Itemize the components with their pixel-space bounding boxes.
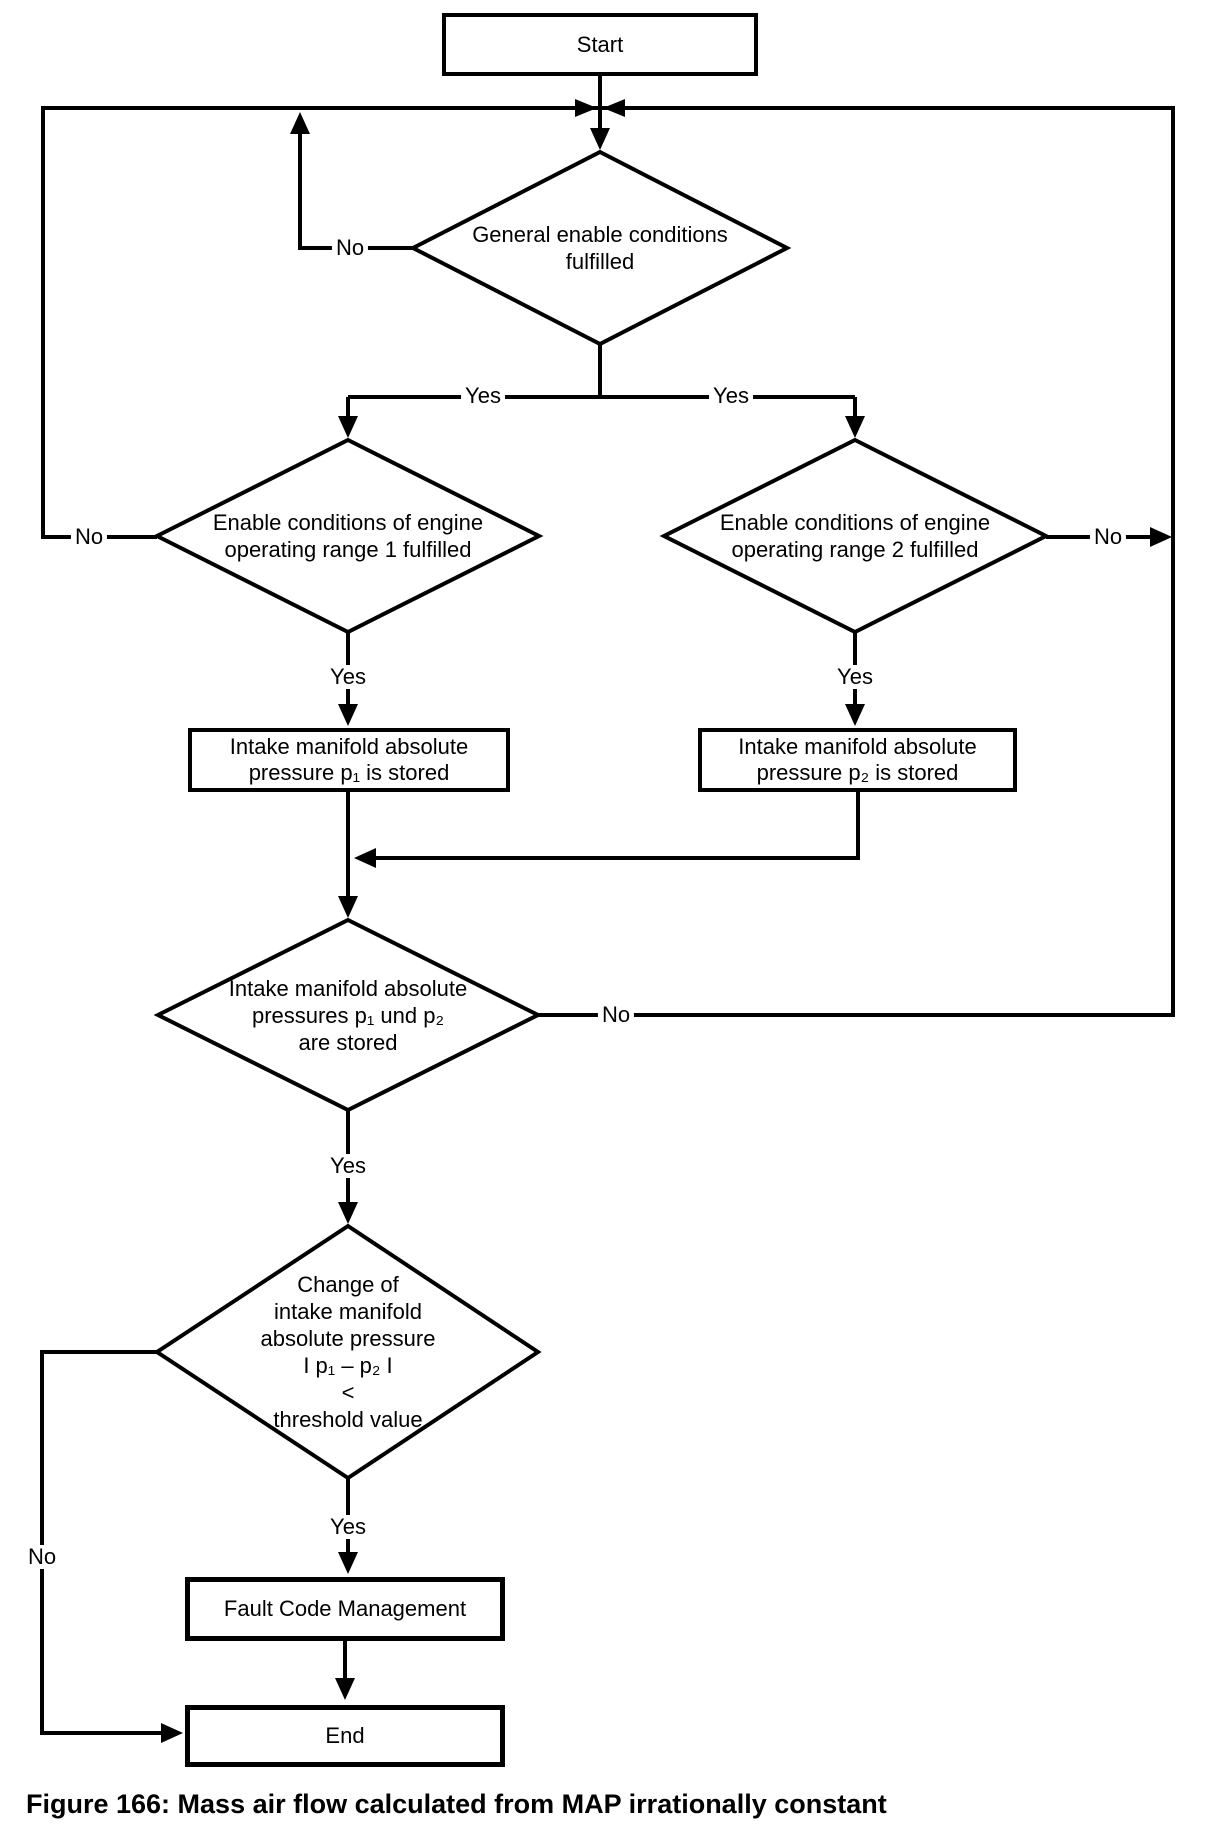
arrowhead-into-store2-icon <box>845 704 865 726</box>
change-no-label: No <box>23 1545 61 1569</box>
arrowhead-merge-left-icon <box>354 848 376 868</box>
arrowhead-into-range1-icon <box>338 416 358 438</box>
diamond-change-text: Change of intake manifold absolute press… <box>168 1271 528 1433</box>
arrowhead-junction-right-icon <box>575 99 597 117</box>
arrowhead-into-range2-icon <box>845 416 865 438</box>
general-no-line <box>298 132 413 250</box>
arrowhead-into-fault-icon <box>338 1552 358 1574</box>
arrowhead-into-stored-icon <box>338 896 358 918</box>
diamond-general <box>408 149 792 347</box>
diamond-stored-text: Intake manifold absolute pressures p₁ un… <box>168 975 528 1056</box>
store-p1-node: Intake manifold absolute pressure p₁ is … <box>188 728 510 792</box>
general-yes-left-label: Yes <box>461 384 505 408</box>
end-node: End <box>185 1705 505 1767</box>
diamond-range1-text: Enable conditions of engine operating ra… <box>168 509 528 563</box>
text-line: operating range 1 fulfilled <box>224 537 472 562</box>
arrowhead-junction-left-icon <box>603 99 625 117</box>
text-line: pressures p₁ und p₂ <box>251 1003 445 1028</box>
text-line: threshold value <box>273 1407 423 1432</box>
range1-yes-label: Yes <box>326 665 370 689</box>
general-yes-right-label: Yes <box>709 384 753 408</box>
diamond-stored <box>153 917 543 1113</box>
store-p2-node: Intake manifold absolute pressure p₂ is … <box>698 728 1017 792</box>
arrowhead-into-change-icon <box>338 1202 358 1224</box>
store-p2-line2: pressure p₂ is stored <box>756 760 959 785</box>
range1-no-label: No <box>70 525 108 549</box>
diamond-range2-text: Enable conditions of engine operating ra… <box>675 509 1035 563</box>
start-label: Start <box>576 31 624 57</box>
stored-yes-label: Yes <box>326 1154 370 1178</box>
change-no-line <box>40 1350 163 1735</box>
arrowhead-into-general-icon <box>590 128 610 150</box>
arrowhead-range2-no-icon <box>1150 527 1172 547</box>
text-line: < <box>341 1380 355 1405</box>
arrowhead-into-store1-icon <box>338 704 358 726</box>
text-line: operating range 2 fulfilled <box>731 537 979 562</box>
text-line: I p₁ – p₂ I <box>303 1353 393 1378</box>
diamond-range2 <box>659 437 1051 635</box>
store2-merge-line <box>376 792 860 860</box>
diamond-change <box>153 1223 542 1481</box>
range2-no-label: No <box>1089 525 1127 549</box>
store-p1-line1: Intake manifold absolute <box>229 734 469 759</box>
store-p1-line2: pressure p₁ is stored <box>248 760 450 785</box>
start-node: Start <box>442 13 758 76</box>
end-label: End <box>325 1723 365 1748</box>
figure-caption: Figure 166: Mass air flow calculated fro… <box>26 1789 887 1819</box>
arrowhead-no-into-end-icon <box>161 1723 183 1743</box>
store-p2-line1: Intake manifold absolute <box>738 734 977 759</box>
fault-code-management-label: Fault Code Management <box>223 1596 467 1621</box>
arrowhead-into-end-icon <box>335 1678 355 1700</box>
fault-code-management-node: Fault Code Management <box>185 1577 505 1641</box>
text-line: are stored <box>298 1030 398 1055</box>
text-line: fulfilled <box>565 249 635 274</box>
text-line: Intake manifold absolute <box>228 976 468 1001</box>
stored-no-label: No <box>597 1003 635 1027</box>
text-line: Enable conditions of engine <box>212 510 484 535</box>
text-line: intake manifold <box>274 1299 422 1324</box>
diamond-general-text: General enable conditions fulfilled <box>420 221 780 275</box>
text-line: General enable conditions <box>472 222 728 247</box>
text-line: Change of <box>297 1272 399 1297</box>
text-line: absolute pressure <box>260 1326 436 1351</box>
text-line: Enable conditions of engine <box>719 510 991 535</box>
general-no-label: No <box>331 236 369 260</box>
arrowhead-general-no-up-icon <box>290 112 310 134</box>
diamond-range1 <box>152 437 544 635</box>
change-yes-label: Yes <box>326 1515 370 1539</box>
range2-yes-label: Yes <box>833 665 877 689</box>
